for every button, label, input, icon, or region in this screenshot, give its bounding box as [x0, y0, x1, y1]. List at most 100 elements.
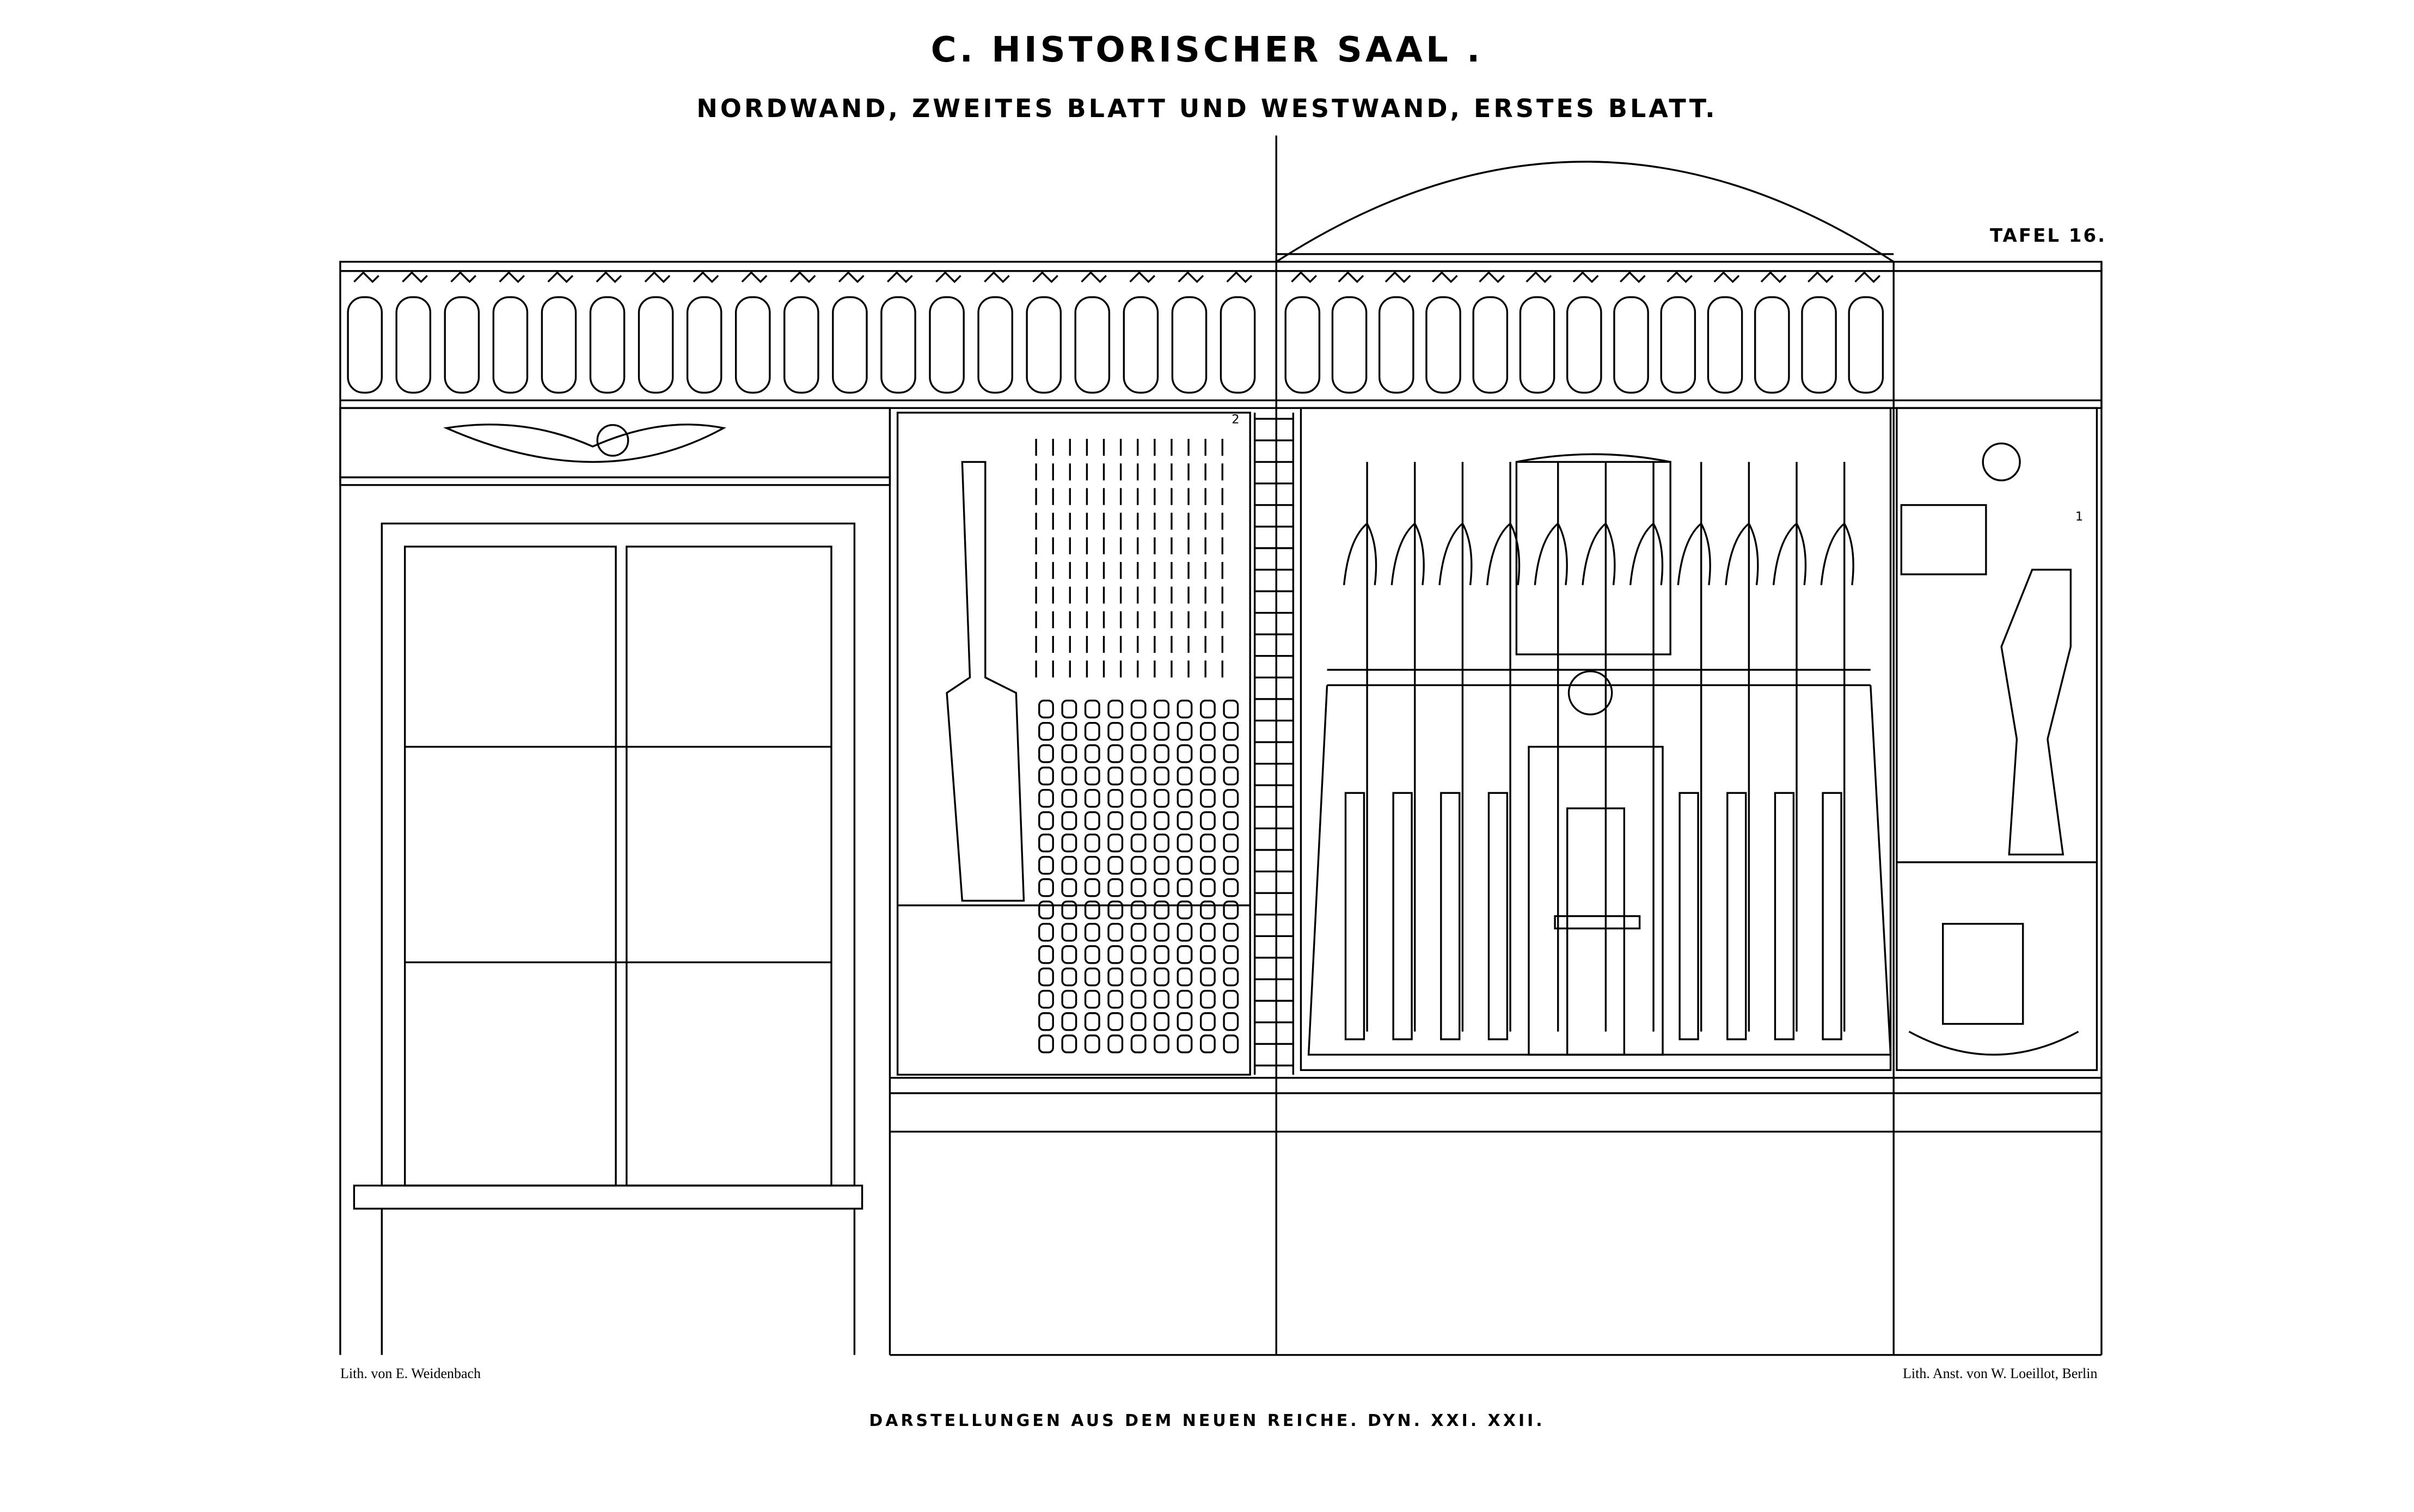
offering-figure — [1107, 811, 1124, 830]
offering-figure — [1154, 744, 1170, 763]
offering-figure — [1038, 722, 1054, 741]
cartouche — [1284, 296, 1321, 394]
offering-figure — [1154, 945, 1170, 964]
offering-figure — [1199, 901, 1216, 920]
offering-figure — [1223, 700, 1239, 719]
cartouche — [734, 296, 771, 394]
cartouche — [1425, 296, 1461, 394]
offering-figure — [1177, 834, 1193, 853]
offering-figure — [1107, 767, 1124, 786]
bird-glyph — [693, 271, 719, 283]
offering-figure — [1061, 700, 1077, 719]
offering-figure — [1084, 945, 1100, 964]
offering-figure — [1177, 1012, 1193, 1031]
offering-figure — [1223, 722, 1239, 741]
offering-rows — [1035, 438, 1239, 1054]
plate-title: C. HISTORISCHER SAAL . — [930, 30, 1484, 70]
offering-figure — [1177, 856, 1193, 875]
offering-figure — [1223, 811, 1239, 830]
bird-glyph — [741, 271, 768, 283]
printer-credit: Lith. Anst. von W. Loeillot, Berlin — [1903, 1366, 2098, 1381]
bird-glyph — [1666, 271, 1693, 283]
offering-figure — [1061, 901, 1077, 920]
offering-figure — [1084, 856, 1100, 875]
bird-glyph — [547, 271, 574, 283]
offering-figure — [1223, 767, 1239, 786]
pillar — [1392, 792, 1413, 1040]
king-figure — [2000, 568, 2072, 856]
offering-figure — [1107, 856, 1124, 875]
offering-figure — [1061, 1012, 1077, 1031]
offering-figure — [1084, 722, 1100, 741]
cartouche — [1123, 296, 1159, 394]
offering-figure — [1130, 789, 1147, 808]
offering-figure — [1177, 945, 1193, 964]
offering-figure — [1154, 990, 1170, 1009]
offering-figure — [1038, 856, 1054, 875]
bird-glyph — [1226, 271, 1253, 283]
offering-figure — [1177, 811, 1193, 830]
offering-figure — [1061, 856, 1077, 875]
offering-figure — [1084, 878, 1100, 897]
bird-glyph — [1178, 271, 1204, 283]
bird-glyph — [353, 271, 379, 283]
offering-figure — [1154, 923, 1170, 942]
offering-figure — [1107, 1012, 1124, 1031]
offering-figure — [1154, 856, 1170, 875]
offering-figure — [1199, 767, 1216, 786]
offering-figure — [1061, 767, 1077, 786]
cartouche — [395, 296, 432, 394]
streamer — [1582, 523, 1616, 585]
offering-figure — [1084, 901, 1100, 920]
offering-figure — [1223, 878, 1239, 897]
offering-figure — [1061, 1034, 1077, 1054]
offering-figure — [1199, 878, 1216, 897]
cartouche — [1566, 296, 1602, 394]
cartouche — [880, 296, 916, 394]
offering-figure — [1199, 923, 1216, 942]
offering-figure — [1130, 1034, 1147, 1054]
offering-figure — [1199, 1034, 1216, 1054]
pillar — [1822, 792, 1842, 1040]
offering-figure — [1130, 1012, 1147, 1031]
offering-figure — [1038, 901, 1054, 920]
cartouche — [686, 296, 722, 394]
offering-figure — [1154, 722, 1170, 741]
offering-figure — [1061, 990, 1077, 1009]
offering-figure — [1154, 767, 1170, 786]
bird-glyph — [1032, 271, 1058, 283]
offering-figure — [1038, 990, 1054, 1009]
frieze-cartouches — [347, 271, 1884, 394]
bird-glyph — [984, 271, 1010, 283]
lunette-arch — [1276, 161, 1895, 263]
pillar — [1678, 792, 1699, 1040]
offering-figure — [1061, 878, 1077, 897]
offering-figure — [1084, 834, 1100, 853]
offering-figure — [1177, 923, 1193, 942]
offering-figure — [1084, 990, 1100, 1009]
streamer — [1629, 523, 1664, 585]
offering-figure — [1107, 923, 1124, 942]
standards — [1343, 462, 1854, 1032]
streamer — [1677, 523, 1711, 585]
offering-figure — [1177, 767, 1193, 786]
cartouche — [1378, 296, 1414, 394]
cartouche — [977, 296, 1013, 394]
offering-figure — [1154, 1034, 1170, 1054]
bird-glyph — [596, 271, 622, 283]
bird-glyph — [789, 271, 816, 283]
cartouche — [589, 296, 626, 394]
cartouche — [1026, 296, 1062, 394]
offering-figure — [1038, 968, 1054, 987]
lithographer-credit: Lith. von E. Weidenbach — [340, 1366, 481, 1381]
streamer — [1438, 523, 1473, 585]
ladder-rungs — [1254, 418, 1294, 1067]
panel-number-1: 1 — [2075, 510, 2083, 524]
doorway — [381, 522, 856, 1187]
offering-figure — [1223, 1012, 1239, 1031]
bird-glyph — [499, 271, 525, 283]
eagle — [1567, 670, 1613, 715]
cartouche — [444, 296, 480, 394]
cartouche — [1331, 296, 1368, 394]
offering-figure — [1199, 789, 1216, 808]
